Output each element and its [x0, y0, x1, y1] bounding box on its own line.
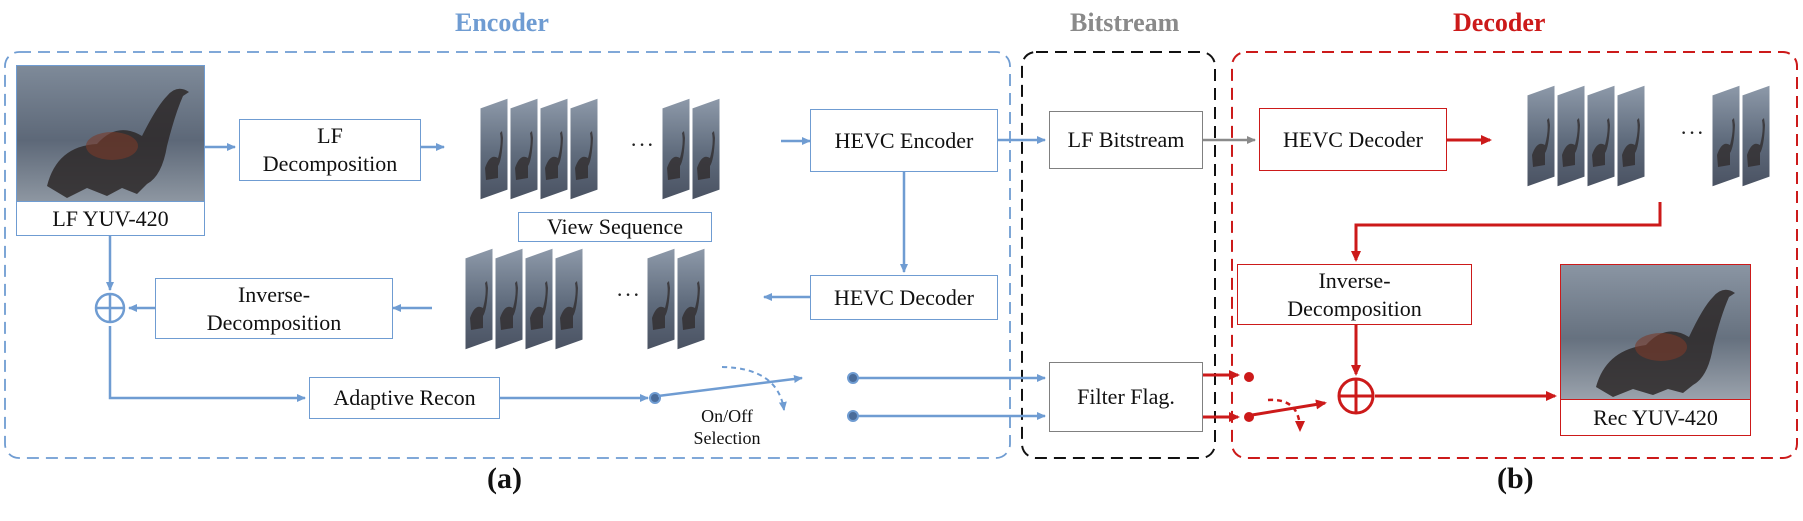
- ellipsis-encoder-top: ···: [630, 132, 655, 157]
- filter-flag-box: Filter Flag.: [1049, 362, 1203, 432]
- bitstream-region: [1021, 51, 1216, 459]
- filter-flag-label: Filter Flag.: [1077, 384, 1175, 409]
- hevc-decoder-encoder-label: HEVC Decoder: [834, 284, 974, 310]
- sum-node-encoder: [94, 292, 126, 324]
- view-sequence-box: View Sequence: [518, 212, 712, 242]
- view-sequence-label: View Sequence: [546, 214, 684, 239]
- ellipsis-encoder-bottom: ···: [616, 282, 641, 307]
- adaptive-recon-label: Adaptive Recon: [333, 385, 476, 410]
- caption-a: (a): [487, 462, 522, 495]
- hevc-encoder-box: HEVC Encoder: [810, 109, 998, 172]
- lf-yuv-label: LF YUV-420: [17, 201, 204, 235]
- hevc-encoder-label: HEVC Encoder: [834, 127, 974, 153]
- lf-bitstream-box: LF Bitstream: [1049, 111, 1203, 169]
- adaptive-recon-box: Adaptive Recon: [309, 377, 500, 419]
- rec-yuv-image: Rec YUV-420: [1560, 264, 1751, 436]
- lf-yuv-image: LF YUV-420: [16, 65, 205, 236]
- lf-decomposition-label: LF Decomposition: [262, 123, 398, 176]
- hevc-decoder-decoder-label: HEVC Decoder: [1283, 126, 1423, 152]
- decoder-region: [1231, 51, 1798, 459]
- hevc-decoder-encoder-box: HEVC Decoder: [810, 275, 998, 320]
- dinosaur-icon: [47, 88, 189, 198]
- decoder-title: Decoder: [1453, 8, 1546, 37]
- rec-yuv-label: Rec YUV-420: [1561, 399, 1750, 435]
- ellipsis-decoder: ···: [1680, 120, 1705, 145]
- lf-bitstream-label: LF Bitstream: [1067, 127, 1185, 152]
- sum-node-decoder: [1337, 377, 1375, 415]
- dinosaur-icon: [1596, 289, 1735, 397]
- inverse-decomposition-decoder-label: Inverse- Decomposition: [1287, 267, 1422, 321]
- inverse-decomposition-encoder-box: Inverse- Decomposition: [155, 278, 393, 339]
- encoder-title: Encoder: [455, 8, 549, 37]
- encoder-region: [4, 51, 1011, 459]
- caption-b: (b): [1497, 462, 1534, 495]
- lf-decomposition-box: LF Decomposition: [239, 119, 421, 181]
- inverse-decomposition-decoder-box: Inverse- Decomposition: [1237, 264, 1472, 325]
- view-stack-encoder-bottom: [464, 247, 706, 351]
- view-stack-encoder-top: [479, 97, 721, 201]
- view-stack-decoder: [1526, 84, 1771, 188]
- inverse-decomposition-encoder-label: Inverse- Decomposition: [206, 281, 342, 335]
- bitstream-title: Bitstream: [1070, 8, 1180, 37]
- on-off-selection-label: On/Off Selection: [693, 406, 761, 448]
- hevc-decoder-decoder-box: HEVC Decoder: [1259, 108, 1447, 171]
